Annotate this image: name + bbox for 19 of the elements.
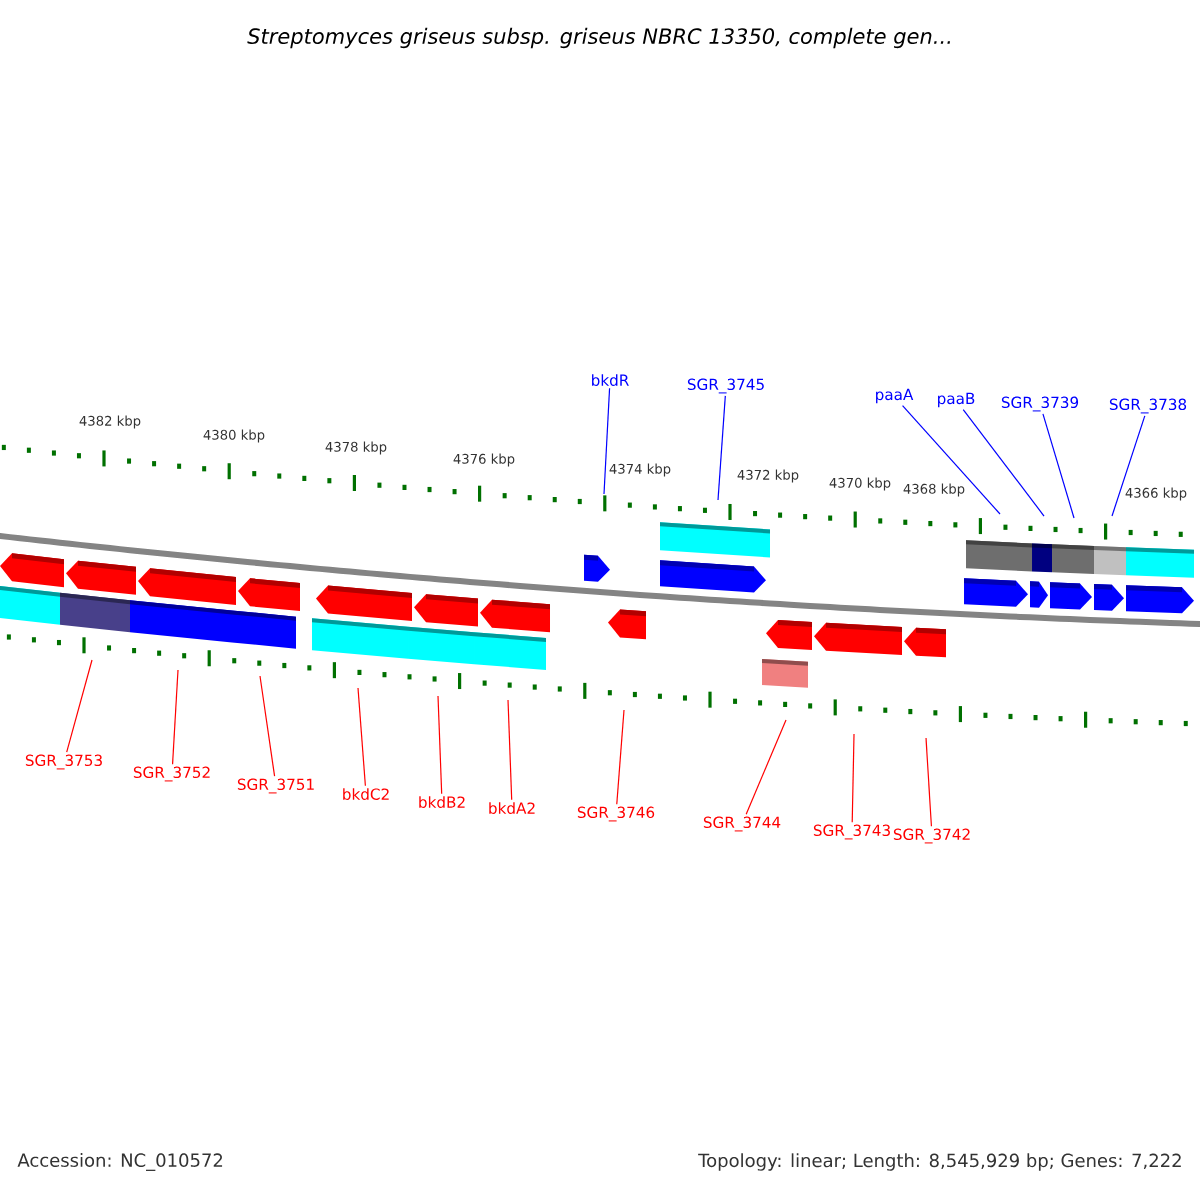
leader-line bbox=[259, 675, 276, 777]
leader-line bbox=[925, 737, 932, 827]
leader-line bbox=[603, 387, 611, 495]
leader-line bbox=[1111, 415, 1146, 517]
summary-text: Topology: linear; Length: 8,545,929 bp; Genes: 7,222 bbox=[697, 1152, 1184, 1172]
leader-line bbox=[66, 659, 93, 753]
leader-line bbox=[357, 687, 366, 787]
leader-line bbox=[717, 395, 726, 501]
leader-line bbox=[745, 719, 787, 815]
leader-line bbox=[171, 669, 179, 765]
leader-line bbox=[437, 695, 443, 795]
leader-line bbox=[1042, 413, 1075, 519]
accession-text: Accession: NC_010572 bbox=[16, 1152, 225, 1172]
title: Streptomyces griseus subsp. griseus NBRC 13350, complete gen... bbox=[247, 27, 951, 49]
leader-line bbox=[616, 709, 625, 805]
leader-line bbox=[507, 699, 513, 801]
leader-line bbox=[962, 408, 1045, 517]
leader-line bbox=[851, 733, 855, 823]
leader-line bbox=[901, 404, 1001, 515]
